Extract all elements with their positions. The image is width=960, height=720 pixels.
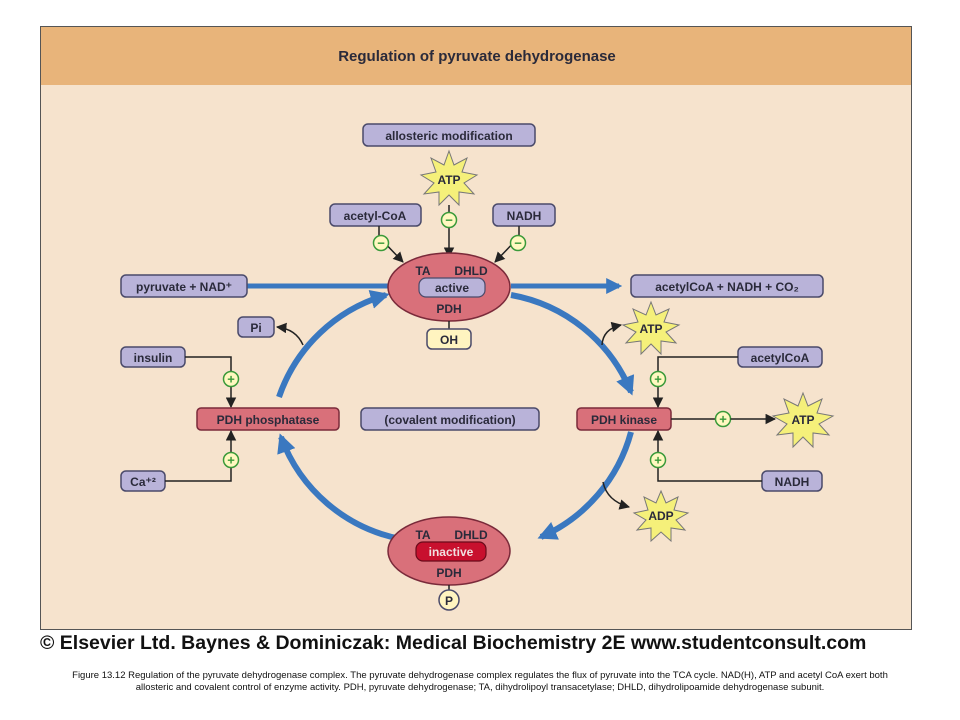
active-state-label: active (435, 281, 469, 295)
acetylcoa-right-label: acetylCoA (751, 351, 810, 365)
figure-panel: Regulation of pyruvate dehydrogenase all… (40, 26, 912, 630)
minus-atp-icon (440, 211, 458, 229)
insulin-label: insulin (134, 351, 173, 365)
pdh-regulation-diagram: Regulation of pyruvate dehydrogenase all… (41, 27, 911, 611)
arc-to-inactive (537, 431, 634, 540)
pdh-kinase-label: PDH kinase (591, 413, 657, 427)
active-pdh-label: PDH (436, 302, 461, 316)
plus-ca-icon (222, 451, 240, 469)
pi-label: Pi (250, 321, 261, 335)
active-ta-label: TA (415, 264, 430, 278)
ca-label: Ca⁺² (130, 475, 156, 489)
allosteric-box (362, 123, 536, 147)
inactive-ta-label: TA (415, 528, 430, 542)
figure-caption: Figure 13.12 Regulation of the pyruvate … (72, 670, 888, 693)
minus-acetylcoa-sign: − (377, 236, 385, 251)
adp-released-arrow (602, 481, 631, 510)
atp-right-top-icon (621, 300, 681, 356)
pi-box (237, 316, 275, 338)
title-band (41, 27, 911, 85)
plus-nadh-icon (649, 451, 667, 469)
atp-right-icon (771, 391, 835, 449)
products-box (630, 274, 824, 298)
p-label: P (445, 594, 453, 608)
nadh-top-label: NADH (507, 209, 542, 223)
arc-from-inactive (277, 433, 402, 542)
minus-atp-sign: − (445, 213, 453, 228)
minus-acetylcoa-icon (372, 234, 390, 252)
plus-atp-sign: + (719, 412, 727, 427)
plus-acetylcoa-icon (649, 370, 667, 388)
plus-insulin-sign: + (227, 372, 235, 387)
active-state-box (418, 277, 486, 298)
inactive-pdh-label: PDH (436, 566, 461, 580)
atp-top-label: ATP (437, 173, 460, 187)
pdh-phosphatase-box (196, 407, 340, 431)
active-dhld-label: DHLD (454, 264, 488, 278)
acetylcoa-top-label: acetyl-CoA (344, 209, 407, 223)
plus-ca-sign: + (227, 453, 235, 468)
atp-right-label: ATP (791, 413, 814, 427)
insulin-activate-line (185, 356, 237, 409)
adp-label: ADP (648, 509, 673, 523)
pdh-phosphatase-label: PDH phosphatase (217, 413, 320, 427)
copyright-line: © Elsevier Ltd. Baynes & Dominiczak: Med… (40, 632, 867, 654)
nadh-activate-line (652, 429, 762, 482)
inactive-dhld-label: DHLD (454, 528, 488, 542)
arc-to-kinase (510, 292, 635, 396)
phosphate-icon (438, 589, 460, 611)
covalent-box (360, 407, 540, 431)
ca-activate-line (165, 429, 237, 482)
acetylcoa-top-box (329, 203, 422, 227)
atp-right-top-label: ATP (639, 322, 662, 336)
nadh-top-box (492, 203, 556, 227)
acetylcoa-activate-line (652, 356, 738, 409)
adp-icon (632, 489, 690, 543)
pyruvate-nad-label: pyruvate + NAD⁺ (136, 280, 232, 294)
inactive-state-box (415, 541, 487, 562)
minus-nadh-sign: − (514, 236, 522, 251)
pi-arrow (275, 322, 304, 346)
minus-nadh-icon (509, 234, 527, 252)
oh-label: OH (440, 333, 458, 347)
covalent-label: (covalent modification) (384, 413, 515, 427)
plus-acetylcoa-sign: + (654, 372, 662, 387)
plus-nadh-sign: + (654, 453, 662, 468)
plus-insulin-icon (222, 370, 240, 388)
atp-consumed-arrow (601, 321, 623, 346)
products-label: acetylCoA + NADH + CO₂ (655, 280, 799, 294)
oh-box (426, 328, 472, 350)
diagram-title: Regulation of pyruvate dehydrogenase (338, 48, 616, 65)
atp-top-icon (419, 149, 479, 207)
arc-to-active (276, 290, 390, 398)
inactive-state-label: inactive (429, 545, 474, 559)
pyruvate-nad-box (120, 274, 248, 298)
allosteric-label: allosteric modification (385, 129, 512, 143)
nadh-right-label: NADH (775, 475, 810, 489)
